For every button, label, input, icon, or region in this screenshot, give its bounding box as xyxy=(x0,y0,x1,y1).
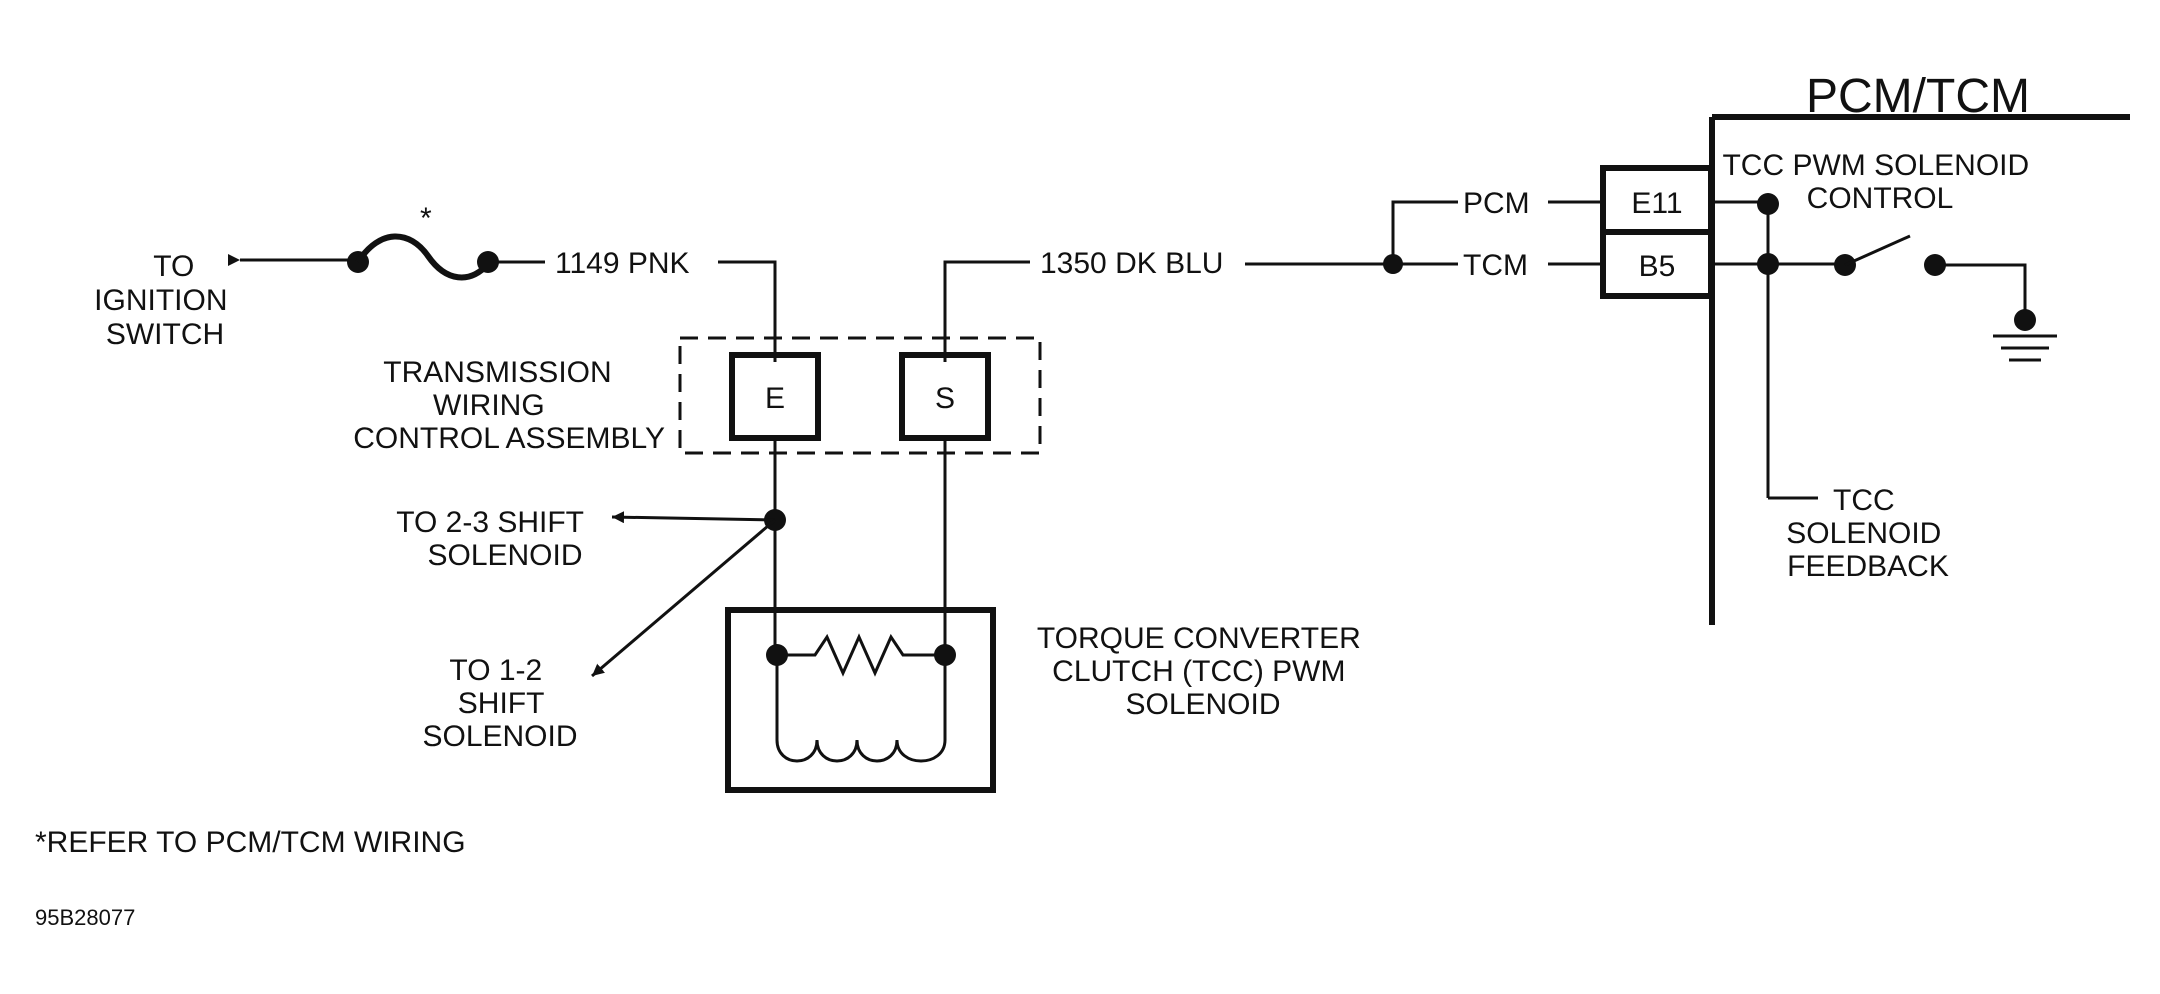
switch-icon xyxy=(1844,234,1911,267)
module-internal-circuit: TCC PWM SOLENOID CONTROL TCC SOLENOID FE… xyxy=(1712,149,2057,583)
terminal-e: E xyxy=(765,382,785,415)
footnote: *REFER TO PCM/TCM WIRING xyxy=(35,826,466,859)
shift23-label: TO 2-3 SHIFT SOLENOID xyxy=(396,506,592,572)
wire-1350-dk-blu: 1350 DK BLU PCM TCM xyxy=(943,187,1602,362)
module-connector: E11 B5 xyxy=(1600,165,1714,299)
shift-solenoid-branches: TO 2-3 SHIFT SOLENOID TO 1-2 SHIFT SOLEN… xyxy=(396,440,947,753)
tcc-control-label: TCC PWM SOLENOID CONTROL xyxy=(1722,149,2037,215)
fuse-icon xyxy=(355,233,491,281)
pin-b5: B5 xyxy=(1639,250,1676,283)
wire-pnk-label: 1149 PNK xyxy=(555,247,690,280)
ground-icon xyxy=(1993,334,2057,362)
pin-e11: E11 xyxy=(1631,187,1682,220)
tcc-pwm-solenoid: TORQUE CONVERTER CLUTCH (TCC) PWM SOLENO… xyxy=(725,607,1369,793)
assembly-label: TRANSMISSION WIRING CONTROL ASSEMBLY xyxy=(353,356,665,455)
terminal-s-box xyxy=(899,352,991,441)
transmission-wiring-assembly: E S TRANSMISSION WIRING CONTROL ASSEMBLY xyxy=(353,336,1042,455)
shift12-label: TO 1-2 SHIFT SOLENOID xyxy=(422,654,577,753)
wire-1149-pnk: 1149 PNK xyxy=(555,247,777,362)
ignition-label: TO IGNITION SWITCH xyxy=(94,250,236,351)
figure-code: 95B28077 xyxy=(35,905,135,930)
ground-node xyxy=(2014,309,2036,331)
terminal-s: S xyxy=(935,382,955,415)
ignition-feed: * TO IGNITION SWITCH xyxy=(94,202,545,351)
wire-blu-label: 1350 DK BLU xyxy=(1040,247,1223,280)
solenoid-label: TORQUE CONVERTER CLUTCH (TCC) PWM SOLENO… xyxy=(1037,622,1369,721)
pcm-label: PCM xyxy=(1463,187,1530,220)
resistor-icon xyxy=(777,633,945,677)
module-title: PCM/TCM xyxy=(1806,70,2030,123)
terminal-e-box xyxy=(729,352,821,441)
coil-icon xyxy=(775,655,947,763)
tcc-feedback-label: TCC SOLENOID FEEDBACK xyxy=(1786,484,1949,583)
fuse-marker: * xyxy=(420,202,432,235)
tcm-label: TCM xyxy=(1463,249,1528,282)
